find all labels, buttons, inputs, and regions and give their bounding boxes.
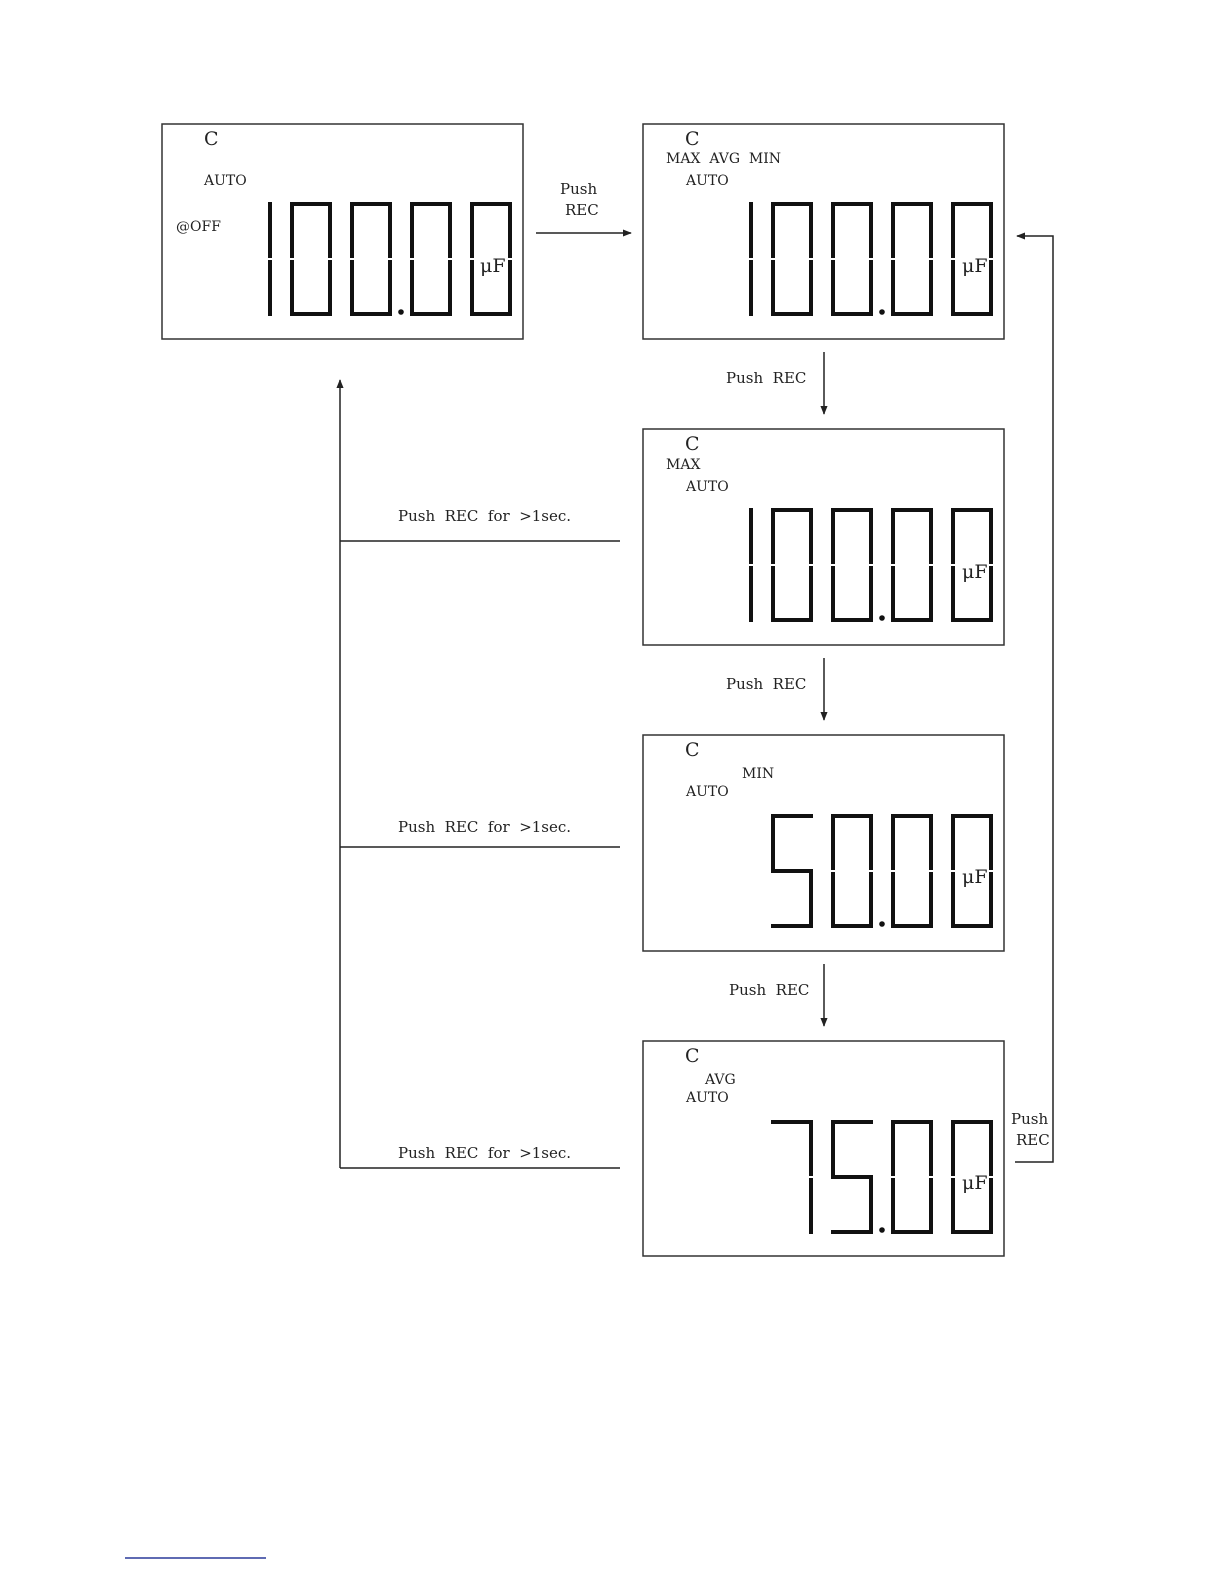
lcd-digit: [893, 816, 931, 926]
lcd-display-normal: C AUTO @OFF μF: [162, 124, 523, 339]
digit-readout: [751, 204, 991, 315]
unit-label: μF: [962, 1172, 988, 1194]
mode-indicator: C: [685, 1045, 700, 1067]
push-rec-hold-label: Push REC for >1sec.: [398, 507, 571, 525]
transition-exit-record-mode: Push REC for >1sec. Push REC for >1sec. …: [340, 380, 620, 1168]
rec-label: REC: [565, 201, 599, 219]
lcd-display-max: C MAX AUTO μF: [643, 429, 1004, 645]
avg-indicator: AVG: [704, 1072, 736, 1088]
unit-label: μF: [962, 255, 988, 277]
lcd-digit: [893, 204, 931, 314]
lcd-frame: [643, 1041, 1004, 1256]
lcd-digit: [352, 204, 390, 314]
decimal-point: [879, 921, 885, 927]
lcd-digit: [833, 816, 871, 926]
lcd-display-avg: C AVG AUTO μF: [643, 1041, 1004, 1256]
decimal-point: [879, 1227, 885, 1233]
mode-indicator: C: [685, 739, 700, 761]
max-indicator: MAX: [666, 457, 700, 473]
lcd-digit: [773, 204, 811, 314]
lcd-display-min: C MIN AUTO μF: [643, 735, 1004, 951]
push-rec-hold-label: Push REC for >1sec.: [398, 1144, 571, 1162]
unit-label: μF: [962, 866, 988, 888]
unit-label: μF: [962, 561, 988, 583]
transition-min-to-avg: Push REC: [729, 964, 824, 1026]
lcd-digit: [412, 204, 450, 314]
transition-max-to-min: Push REC: [726, 658, 824, 720]
lcd-digit: [893, 510, 931, 620]
lcd-digit: [292, 204, 330, 314]
lcd-digit: [833, 1122, 871, 1232]
digit-readout: [751, 510, 991, 621]
unit-label: μF: [480, 255, 506, 277]
push-rec-label: Push REC: [729, 981, 809, 999]
auto-indicator: AUTO: [685, 479, 729, 495]
lcd-digit: [773, 1122, 811, 1232]
rec-label: REC: [1016, 1131, 1050, 1149]
lcd-digit: [833, 510, 871, 620]
auto-power-off-indicator: @OFF: [176, 219, 221, 235]
decimal-point: [398, 309, 404, 315]
lcd-digit: [773, 816, 811, 926]
min-indicator: MIN: [742, 766, 774, 782]
mode-indicator: C: [685, 128, 700, 150]
loop-arrow: [1015, 236, 1053, 1162]
lcd-display-record: C MAX AVG MIN AUTO μF: [643, 124, 1004, 339]
decimal-point: [879, 309, 885, 315]
push-rec-label: Push REC: [726, 369, 806, 387]
mode-indicator: C: [685, 433, 700, 455]
lcd-digit: [893, 1122, 931, 1232]
auto-indicator: AUTO: [685, 173, 729, 189]
auto-indicator: AUTO: [685, 784, 729, 800]
decimal-point: [879, 615, 885, 621]
max-avg-min-indicator: MAX AVG MIN: [666, 151, 781, 167]
digit-readout: [270, 204, 510, 315]
mode-indicator: C: [204, 128, 219, 150]
push-rec-hold-label: Push REC for >1sec.: [398, 818, 571, 836]
lcd-frame: [643, 735, 1004, 951]
auto-indicator: AUTO: [685, 1090, 729, 1106]
push-rec-label: Push REC: [726, 675, 806, 693]
auto-indicator: AUTO: [203, 173, 247, 189]
digit-readout: [773, 1122, 991, 1233]
transition-avg-to-record: Push REC: [1011, 236, 1053, 1162]
push-label: Push: [560, 180, 597, 198]
push-label: Push: [1011, 1110, 1048, 1128]
lcd-digit: [773, 510, 811, 620]
lcd-digit: [833, 204, 871, 314]
digit-readout: [773, 816, 991, 927]
transition-normal-to-record: Push REC: [536, 180, 631, 233]
transition-record-to-max: Push REC: [726, 352, 824, 414]
